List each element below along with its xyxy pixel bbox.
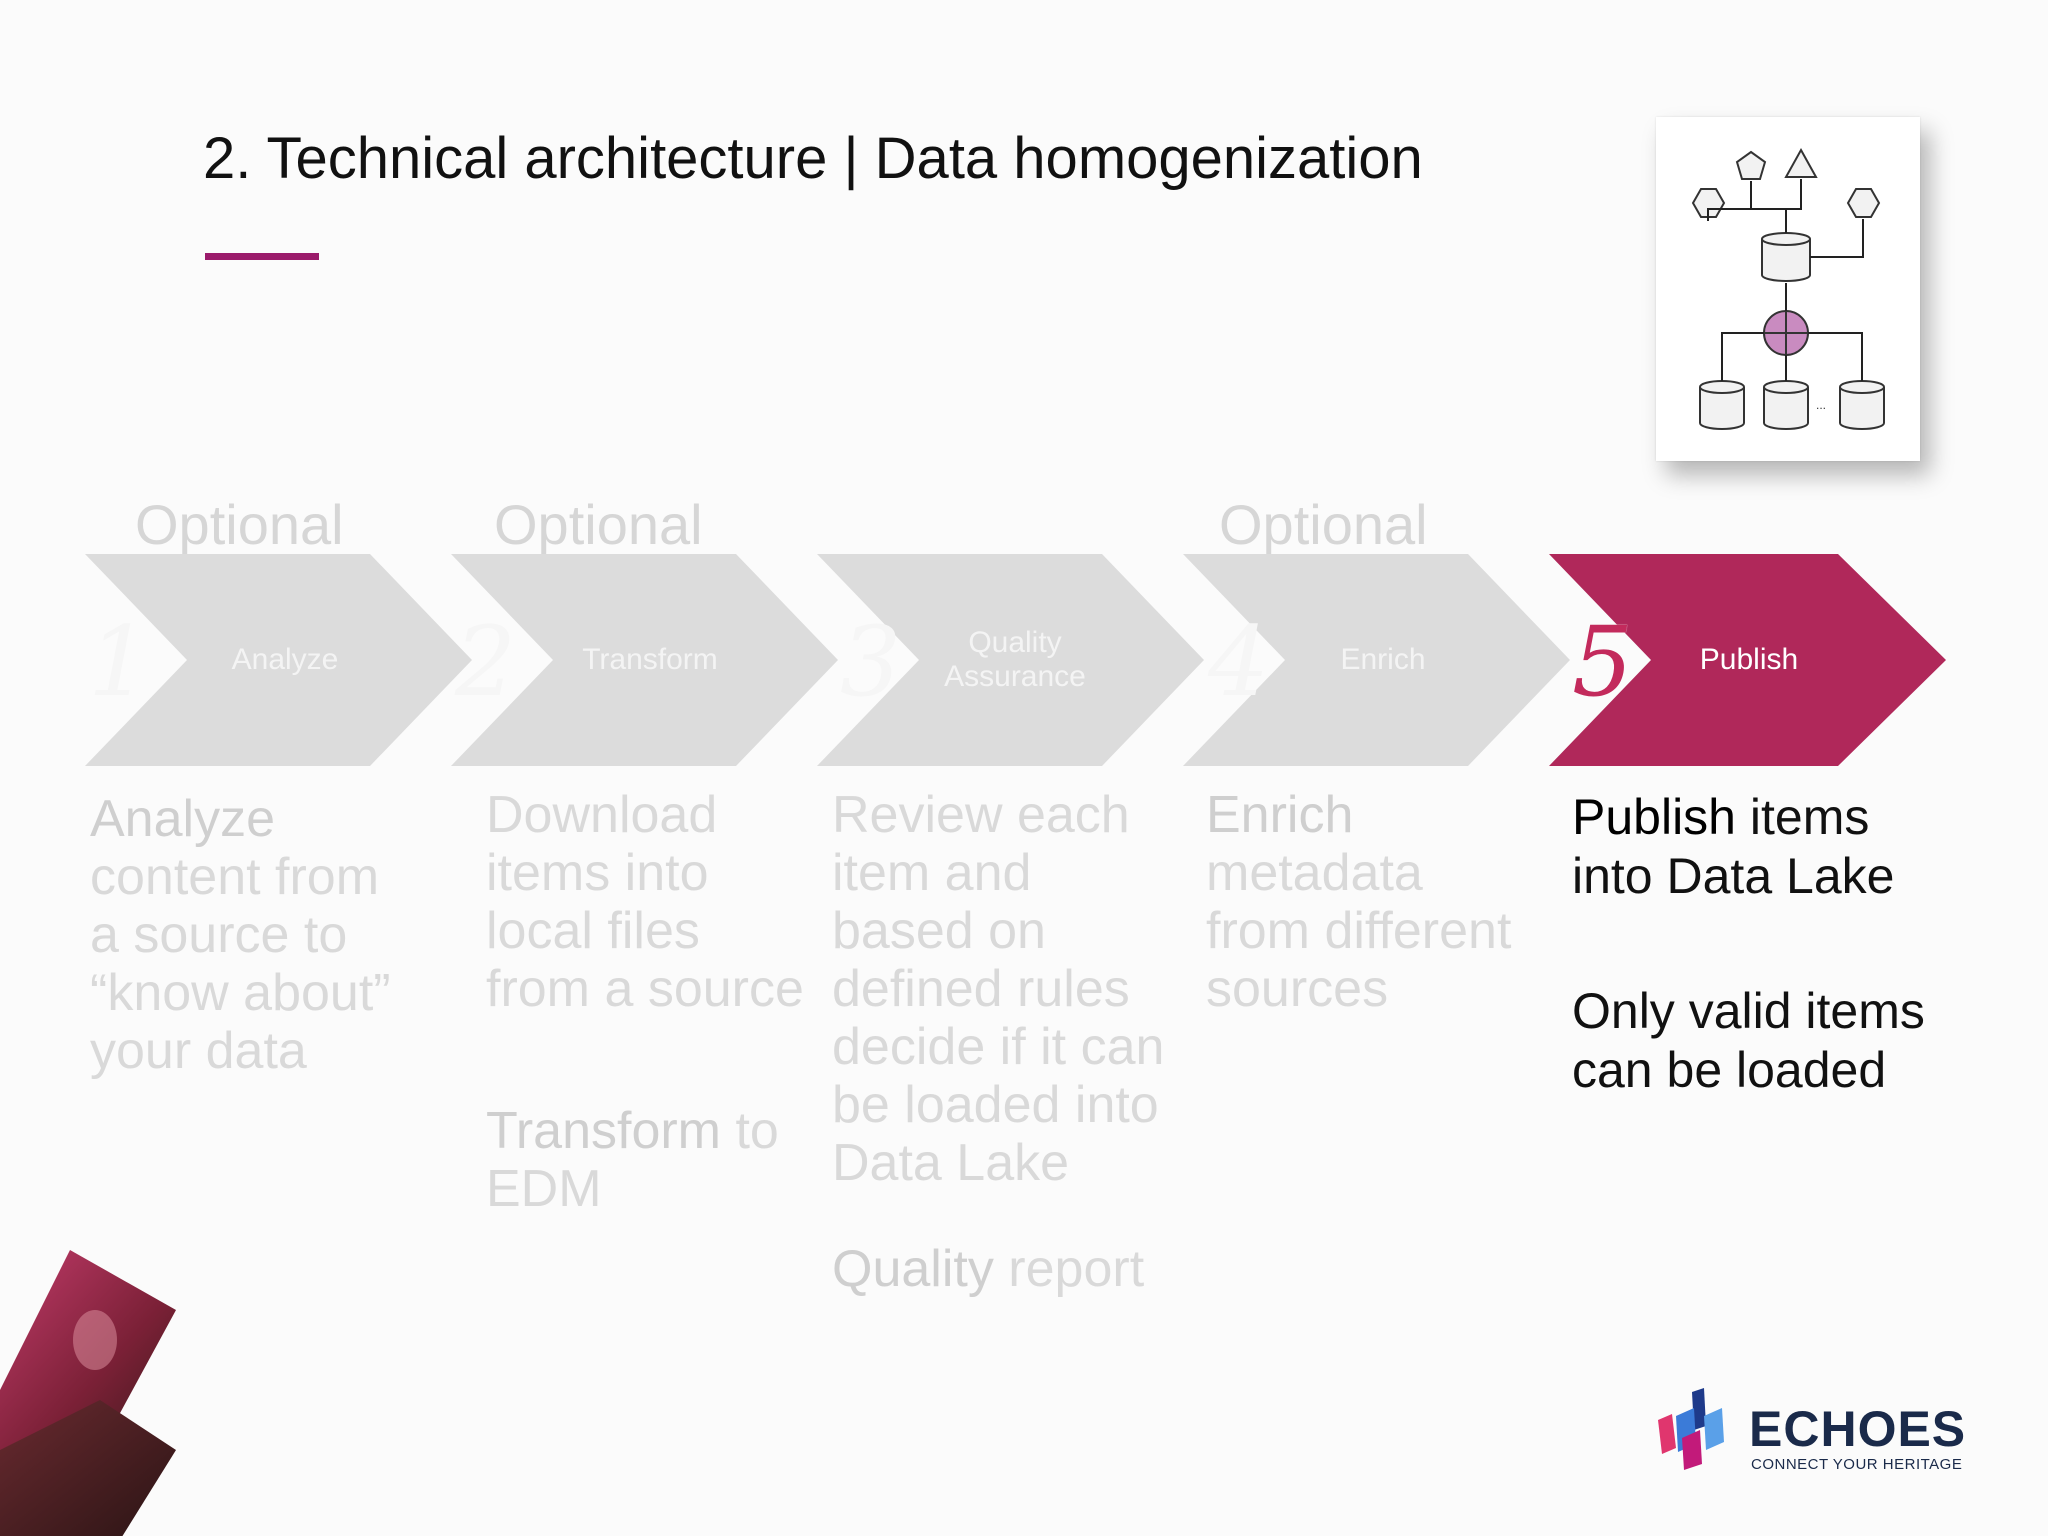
analyze-description: Analyze content from a source to “know a… (90, 790, 420, 1080)
chevron-enrich (1183, 554, 1570, 766)
step-label-analyze: Analyze (231, 643, 339, 676)
step-label-publish: Publish (1699, 643, 1799, 676)
optional-label-analyze: Optional (135, 493, 344, 556)
analyze-emphasis: Analyze (90, 790, 275, 848)
step-number-3: 3 (840, 606, 902, 718)
step-label-transform: Transform (582, 643, 718, 676)
transform-description: Download items into local files from a s… (486, 786, 816, 1218)
step-label-quality: Quality Assurance (944, 626, 1086, 693)
page-title: 2. Technical architecture | Data homogen… (203, 126, 1423, 191)
hexagon-right-icon (1846, 188, 1881, 218)
chevron-publish (1549, 554, 1946, 766)
quality-report-line: Quality report (832, 1240, 1182, 1298)
quality-emphasis: Quality (832, 1240, 994, 1298)
publish-note: Only valid items can be loaded (1572, 983, 1925, 1098)
enrich-description: Enrich metadata from different sources (1206, 786, 1536, 1018)
step-number-1: 1 (88, 606, 150, 718)
title-underline (205, 253, 319, 260)
enrich-text: metadata from different sources (1206, 844, 1512, 1018)
logo-wordmark: ECHOES (1749, 1401, 1967, 1457)
transform-edm-text: to EDM (486, 1102, 779, 1218)
step-number-5: 5 (1572, 606, 1634, 718)
publish-text: items into Data Lake (1572, 789, 1895, 904)
decorative-photo-collage (0, 1250, 176, 1536)
step-label-enrich: Enrich (1340, 643, 1426, 676)
transform-edm-line: Transform to EDM (486, 1102, 816, 1218)
triangle-icon (1784, 147, 1818, 178)
analyze-text: content from a source to “know about” yo… (90, 848, 391, 1080)
transform-text: Download items into local files from a s… (486, 786, 804, 1018)
transform-emphasis: Transform (486, 1102, 721, 1160)
enrich-emphasis: Enrich (1206, 786, 1354, 844)
process-chevrons (85, 554, 1946, 766)
svg-text:...: ... (1816, 398, 1826, 412)
architecture-thumbnail: ... (1656, 117, 1920, 461)
quality-text: Review each item and based on defined ru… (832, 786, 1165, 1192)
chevron-quality (817, 554, 1204, 766)
quality-description: Review each item and based on defined ru… (832, 786, 1182, 1298)
optional-label-transform: Optional (494, 493, 703, 556)
echoes-logo-icon (1658, 1388, 1724, 1470)
logo-tagline: CONNECT YOUR HERITAGE (1751, 1456, 1963, 1473)
quality-report-text: report (1008, 1240, 1145, 1298)
publish-emphasis: Publish (1572, 789, 1736, 845)
pentagon-icon (1735, 150, 1767, 180)
architecture-diagram-icon: ... (1691, 147, 1885, 430)
optional-label-enrich: Optional (1219, 493, 1428, 556)
publish-description: Publish items into Data Lake Only valid … (1572, 788, 1932, 1100)
publish-main: Publish items into Data Lake (1572, 788, 1932, 906)
chevron-transform (451, 554, 838, 766)
step-number-2: 2 (455, 606, 517, 718)
step-number-4: 4 (1208, 606, 1270, 718)
chevron-analyze (85, 554, 472, 766)
